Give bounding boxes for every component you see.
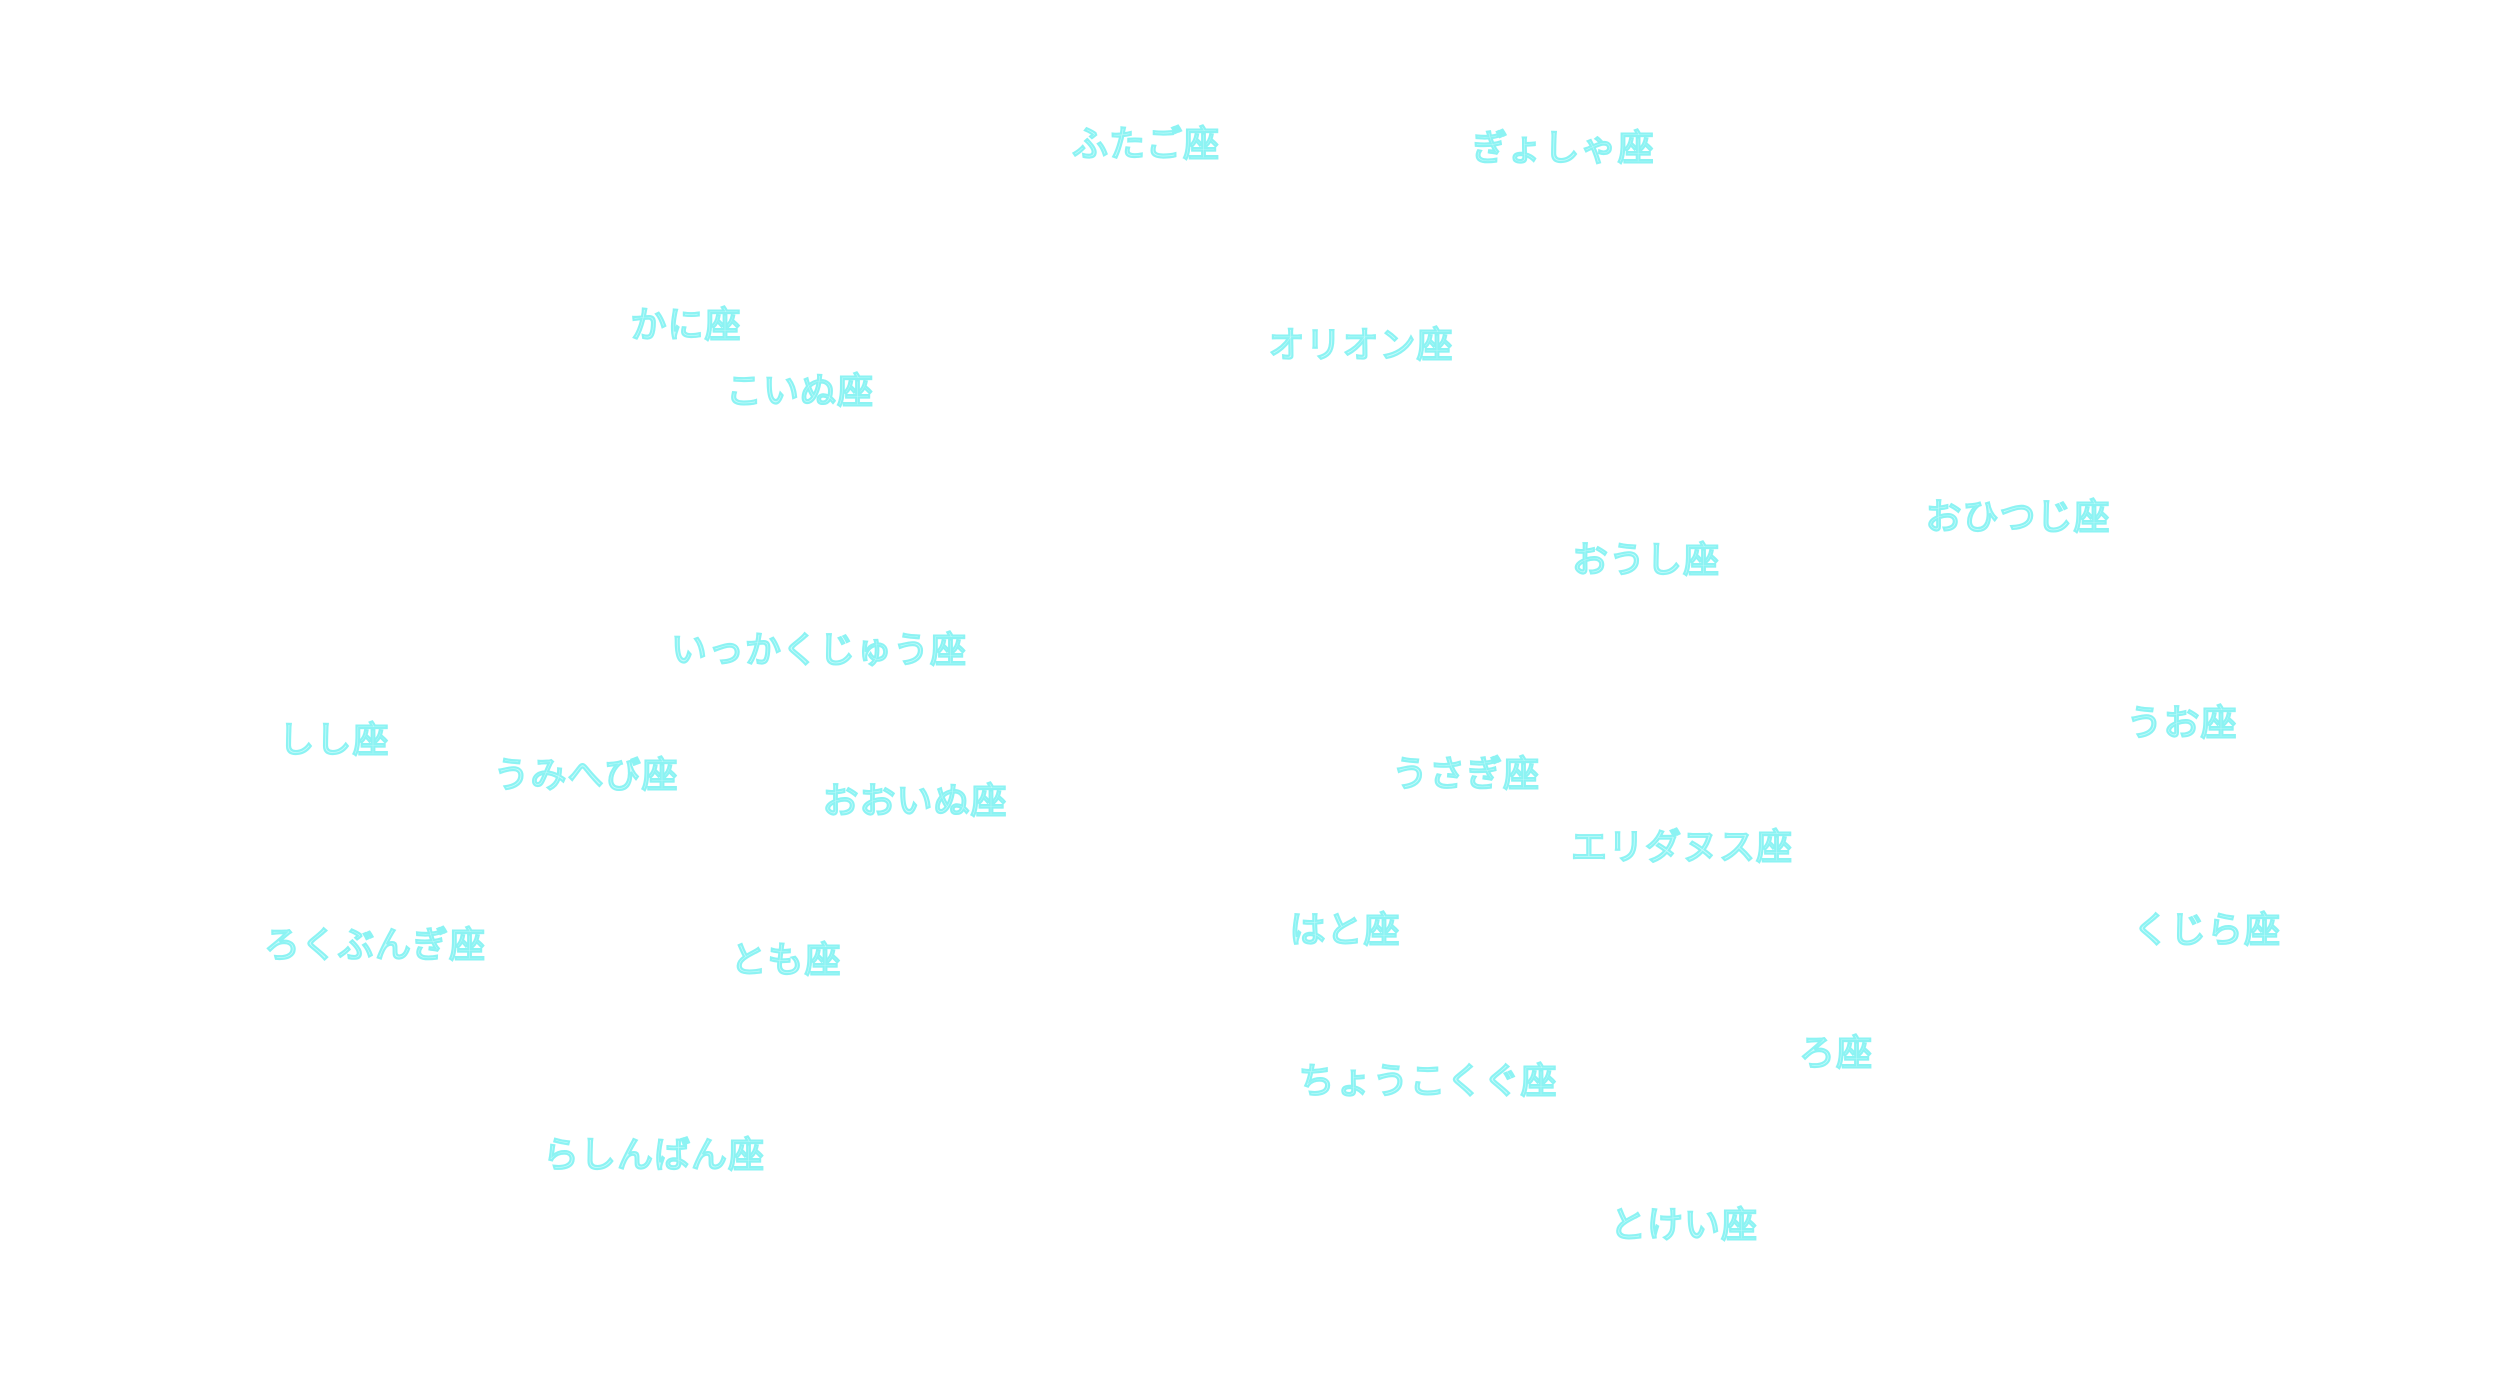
constellation-label-orion: オリオン座: [1268, 325, 1454, 366]
constellation-label-hato: はと座: [1289, 910, 1401, 951]
constellation-label-rokubungi: ろくぶんぎ座: [263, 925, 487, 966]
constellation-label-tomo: とも座: [730, 940, 842, 981]
constellation-label-oushi: おうし座: [1571, 540, 1721, 581]
constellation-label-rashinban: らしんばん座: [542, 1135, 766, 1176]
constellation-label-shishi: しし座: [278, 720, 390, 761]
constellation-label-futago: ふたご座: [1071, 124, 1221, 165]
constellation-label-kani: かに座: [630, 305, 742, 346]
constellation-label-chokokugu: ちょうこくぐ座: [1298, 1061, 1558, 1102]
constellation-label-eridanus: エリダヌス座: [1570, 827, 1794, 868]
constellation-label-kujira: くじら座: [2132, 910, 2282, 951]
constellation-label-uo: うお座: [2126, 703, 2238, 744]
constellation-label-koinu: こいぬ座: [725, 371, 875, 412]
constellation-label-usagi: うさぎ座: [1391, 754, 1541, 795]
constellation-label-umihebi: うみへび座: [493, 755, 679, 796]
constellation-label-ikkakujuu: いっかくじゅう座: [670, 630, 968, 671]
constellation-label-tokei: とけい座: [1609, 1205, 1759, 1246]
constellation-label-ooinu: おおいぬ座: [822, 781, 1008, 822]
constellation-label-gyosha: ぎょしゃ座: [1471, 128, 1655, 169]
constellation-label-ro: ろ座: [1798, 1033, 1874, 1074]
constellation-label-ohitsuji: おひつじ座: [1925, 497, 2111, 538]
